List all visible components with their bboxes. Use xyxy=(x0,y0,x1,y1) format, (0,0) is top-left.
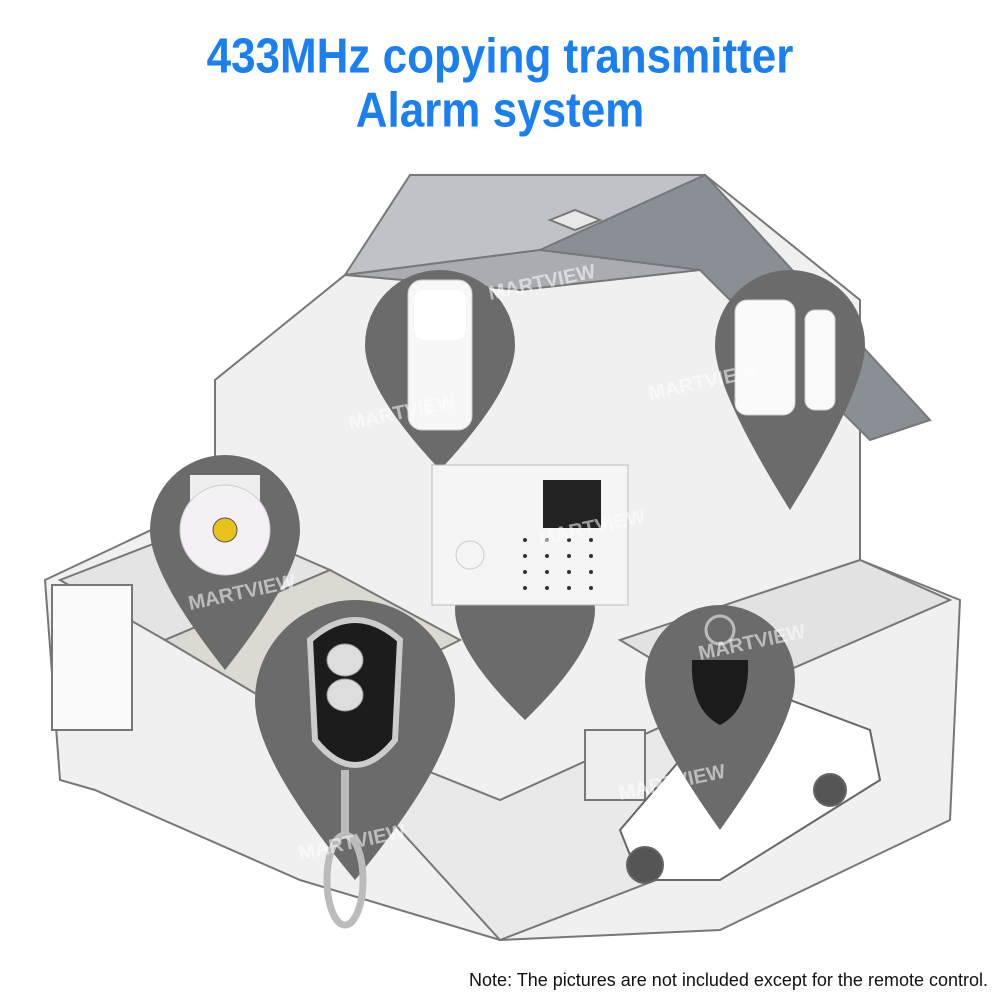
pir-motion-sensor-pin xyxy=(365,270,515,470)
remote-button-b xyxy=(326,678,364,712)
siren-icon xyxy=(179,475,271,576)
rfid-tag-icon xyxy=(691,614,749,725)
title-line-2: Alarm system xyxy=(355,83,645,138)
disclaimer-note: Note: The pictures are not included exce… xyxy=(469,970,988,990)
door-sensor-icon xyxy=(734,299,836,416)
pir-sensor-icon xyxy=(407,279,473,431)
siren-pin xyxy=(150,455,300,670)
rfid-keyfob-pin xyxy=(645,605,795,830)
remote-control-icon xyxy=(306,617,404,929)
title-line-1: 433MHz copying transmitter xyxy=(206,29,794,84)
car xyxy=(618,698,882,884)
keypad-panel-icon xyxy=(431,464,629,606)
remote-control-pin xyxy=(255,600,455,929)
door-window-sensor-pin xyxy=(715,270,865,510)
remote-button-a xyxy=(326,643,364,677)
